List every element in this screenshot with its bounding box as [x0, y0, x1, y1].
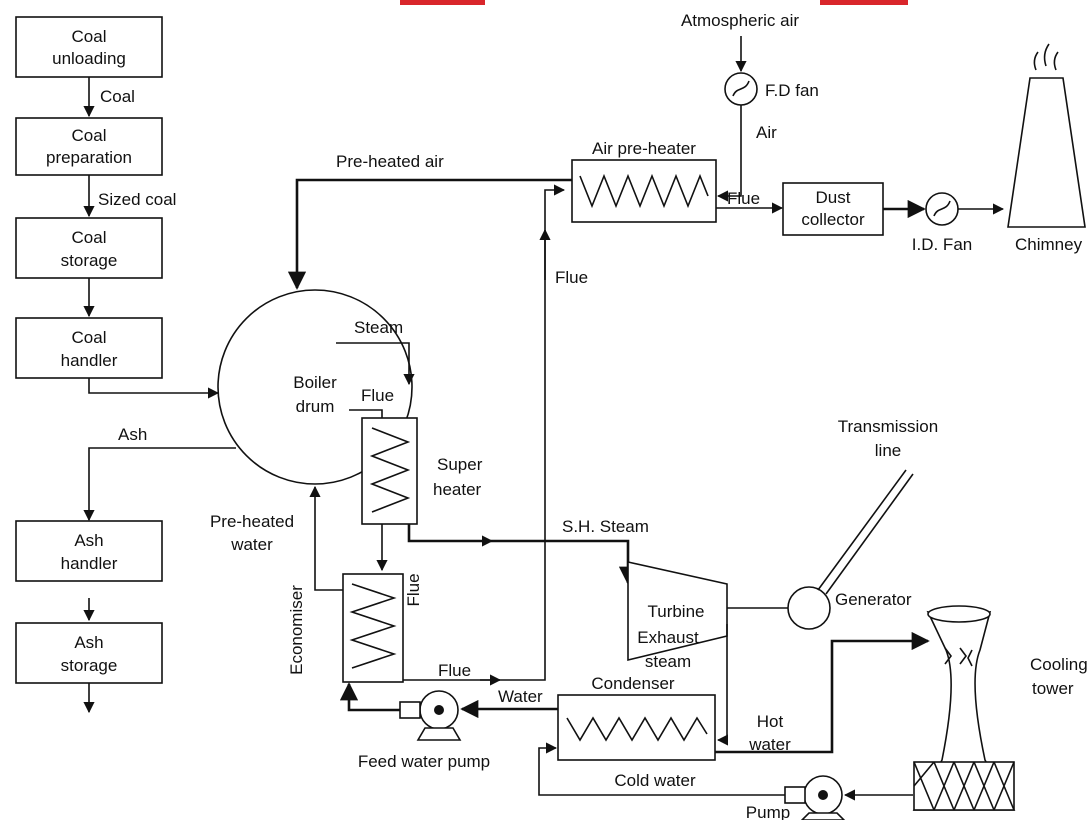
superheater-label-1: Super [437, 455, 483, 474]
svg-text:Turbine: Turbine [647, 602, 704, 621]
svg-text:storage: storage [61, 251, 118, 270]
air-label: Air [756, 123, 777, 142]
flue-label-1: Flue [361, 386, 394, 405]
generator [787, 586, 831, 630]
svg-text:Coal: Coal [72, 228, 107, 247]
hot-water-label-2: water [748, 735, 791, 754]
water-label: Water [498, 687, 543, 706]
cooling-tower-label-2: tower [1032, 679, 1074, 698]
svg-text:Boiler: Boiler [293, 373, 337, 392]
ash-handler-box: Ash handler [15, 520, 163, 582]
coal-handler-box: Coal handler [15, 317, 163, 379]
preheated-air-label: Pre-heated air [336, 152, 444, 171]
svg-text:collector: collector [801, 210, 865, 229]
id-fan-icon [925, 192, 959, 226]
flue-label-2: Flue [404, 573, 423, 606]
superheater [361, 417, 418, 525]
turbine: Turbine [627, 561, 728, 662]
sh-steam-label: S.H. Steam [562, 517, 649, 536]
svg-text:handler: handler [61, 351, 118, 370]
coal-label: Coal [100, 87, 135, 106]
chimney-label: Chimney [1015, 235, 1083, 254]
svg-text:preparation: preparation [46, 148, 132, 167]
preheated-water-label-1: Pre-heated [210, 512, 294, 531]
svg-text:Dust: Dust [816, 188, 851, 207]
condenser-label: Condenser [591, 674, 675, 693]
cooling-tower [912, 605, 1016, 811]
cooling-tower-label-1: Cooling [1030, 655, 1088, 674]
svg-text:handler: handler [61, 554, 118, 573]
exhaust-steam-label-1: Exhaust [637, 628, 699, 647]
svg-text:Ash: Ash [74, 633, 103, 652]
transmission-line [817, 469, 914, 595]
ash-storage-box: Ash storage [15, 622, 163, 684]
svg-text:Coal: Coal [72, 27, 107, 46]
svg-text:Coal: Coal [72, 328, 107, 347]
flue-label-3: Flue [438, 661, 471, 680]
svg-text:storage: storage [61, 656, 118, 675]
preheated-water-label-2: water [230, 535, 273, 554]
exhaust-steam-label-2: steam [645, 652, 691, 671]
coal-preparation-box: Coal preparation [15, 117, 163, 176]
air-preheater [571, 159, 717, 223]
svg-text:Coal: Coal [72, 126, 107, 145]
svg-text:drum: drum [296, 397, 335, 416]
transmission-label-2: line [875, 441, 901, 460]
id-fan-label: I.D. Fan [912, 235, 972, 254]
air-preheater-label: Air pre-heater [592, 139, 696, 158]
fd-fan-icon [724, 72, 758, 106]
svg-text:unloading: unloading [52, 49, 126, 68]
atmospheric-air-label: Atmospheric air [681, 11, 799, 30]
header-bar-left [400, 0, 485, 5]
steam-label: Steam [354, 318, 403, 337]
flue-label-5: Flue [727, 189, 760, 208]
economiser [342, 573, 404, 683]
dust-collector-box: Dust collector [782, 182, 884, 236]
economiser-label: Economiser [287, 585, 306, 675]
transmission-label-1: Transmission [838, 417, 938, 436]
sized-coal-label: Sized coal [98, 190, 176, 209]
header-bar-right [820, 0, 908, 5]
ash-label: Ash [118, 425, 147, 444]
svg-text:Ash: Ash [74, 531, 103, 550]
feed-water-pump-label: Feed water pump [358, 752, 490, 771]
coal-unloading-box: Coal unloading [15, 16, 163, 78]
cold-water-pump-icon [784, 775, 846, 820]
pump-label: Pump [746, 803, 790, 820]
superheater-label-2: heater [433, 480, 482, 499]
coal-storage-box: Coal storage [15, 217, 163, 279]
fd-fan-label: F.D fan [765, 81, 819, 100]
cold-water-label: Cold water [614, 771, 696, 790]
feed-water-pump-icon [399, 690, 462, 741]
chimney [1007, 43, 1086, 228]
flue-label-4: Flue [555, 268, 588, 287]
hot-water-label-1: Hot [757, 712, 784, 731]
condenser [557, 694, 716, 761]
generator-label: Generator [835, 590, 912, 609]
